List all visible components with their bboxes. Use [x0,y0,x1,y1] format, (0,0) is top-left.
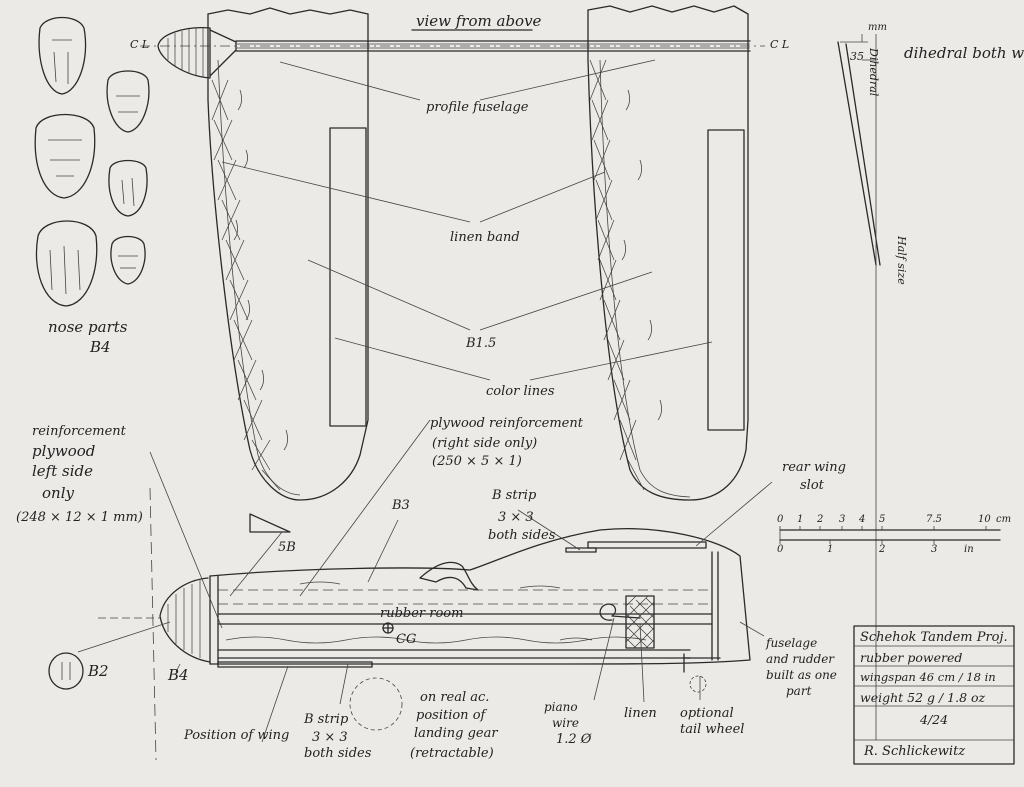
titleblock-wingspan: wingspan 46 cm / 18 in [860,670,996,684]
view-title: view from above [416,12,542,30]
titleblock-power: rubber powered [860,650,963,665]
fuselage-rudder-4: part [786,684,812,698]
scale-cm-2: 2 [817,514,824,525]
b3-label: B3 [392,498,410,513]
scale-bar-graphic [779,526,1001,544]
half-size-label: Half size [895,236,908,285]
cg-label: CG [396,632,417,647]
scale-cm-4: 4 [859,514,866,525]
b4-side-label: B4 [168,666,189,684]
scale-in-3: 3 [931,544,938,555]
rear-wing-outline [587,5,749,501]
dihedral-unit: mm [868,22,887,33]
piano-wire-3: 1.2 Ø [556,732,592,747]
reinforcement-left-2: plywood [32,442,96,460]
scale-cm-unit: cm [996,514,1012,525]
landing-gear-2: position of [416,708,486,723]
plywood-right-side: (right side only) [432,436,538,451]
reinforcement-left-1: reinforcement [32,424,126,439]
scale-cm-10: 10 [978,514,991,525]
nose-parts-b4: B4 [90,338,111,356]
centerline-right: C L [770,38,790,51]
dihedral-value: 35 [850,50,864,63]
nose-parts-shapes [34,16,150,307]
bstrip-top-sides: both sides [488,528,556,543]
titleblock-weight: weight 52 g / 1.8 oz [860,690,986,705]
position-of-wing-label: Position of wing [184,728,290,743]
titleblock-name: Schehok Tandem Proj. [860,630,1008,645]
bstrip-bottom-label: B strip [304,712,349,727]
top-leader-lines [221,59,713,381]
rear-wing-slot-2: slot [800,478,824,493]
linen-band-label: linen band [450,230,520,245]
bstrip-bottom-dim: 3 × 3 [312,730,348,745]
scale-cm-5: 5 [879,514,886,525]
dihedral-axis: Dihedral [867,48,880,97]
centerline-left: C L [130,38,150,51]
rubber-room-label: rubber room [380,606,464,621]
titleblock-signature: R. Schlickewitz [864,744,966,759]
side-view-fuselage [98,487,751,761]
scale-cm-3: 3 [839,514,846,525]
scale-cm-0: 0 [777,514,784,525]
fuselage-rudder-2: and rudder [766,652,835,666]
scale-cm-75: 7.5 [926,514,942,525]
piano-wire-2: wire [552,716,579,730]
bstrip-top-dim: 3 × 3 [498,510,534,525]
landing-gear-3: landing gear [414,726,498,741]
landing-gear-4: (retractable) [410,746,494,761]
reinforcement-left-dim: (248 × 12 × 1 mm) [16,510,143,525]
fuselage-rudder-3: built as one [766,668,837,682]
title-block-frame [853,625,1015,765]
titleblock-date: 4/24 [920,712,949,727]
plywood-reinforcement-label: plywood reinforcement [430,416,583,431]
dihedral-diagram [837,34,881,740]
scale-in-0: 0 [777,544,784,555]
nose-parts-label: nose parts [48,318,128,336]
tail-wheel-1: optional [680,706,734,721]
b15-label: B1.5 [466,336,497,351]
top-fuselage-spine [140,40,765,52]
rear-wing-slot-1: rear wing [782,460,846,475]
scale-in-1: 1 [827,544,834,555]
reinforcement-left-4: only [42,484,74,502]
scale-cm-1: 1 [797,514,804,525]
plywood-dimensions: (250 × 5 × 1) [432,454,522,469]
5b-label: 5B [278,540,296,555]
b2-circle [48,652,84,690]
top-nose-cone [157,27,237,79]
profile-fuselage-label: profile fuselage [426,100,529,115]
color-lines-label: color lines [486,384,555,399]
side-leader-lines [149,419,773,743]
front-wing-outline [207,7,369,501]
bstrip-bottom-sides: both sides [304,746,372,761]
scale-in-2: 2 [879,544,886,555]
scale-in-unit: in [964,544,974,555]
b2-label: B2 [88,662,109,680]
piano-wire-1: piano [544,700,578,714]
tail-wheel-2: tail wheel [680,722,745,737]
fuselage-rudder-1: fuselage [766,636,818,650]
reinforcement-left-3: left side [32,462,93,480]
nose-parts-marks [48,39,140,295]
landing-gear-1: on real ac. [420,690,490,705]
dihedral-label: dihedral both wings [904,44,1024,62]
bstrip-top-label: B strip [492,488,537,503]
linen-label: linen [624,706,657,721]
